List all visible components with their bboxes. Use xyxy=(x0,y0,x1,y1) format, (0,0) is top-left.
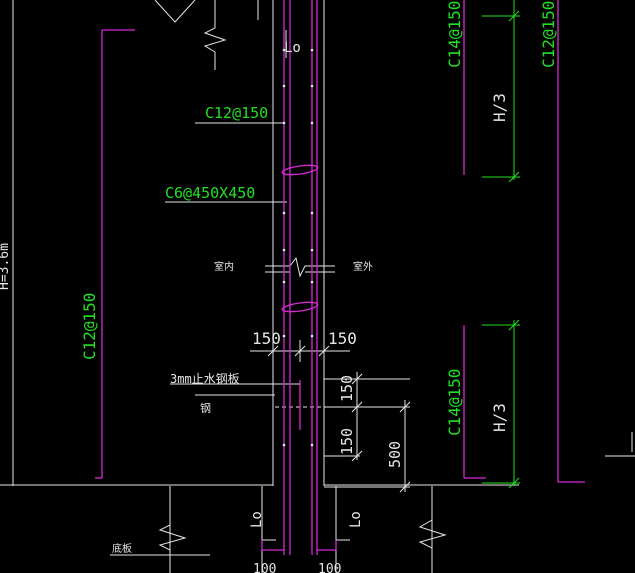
dim-500: 500 xyxy=(386,441,404,468)
dim-100-right: 100 xyxy=(318,562,341,573)
green-labels: C12@150 C6@450X450 C12@150 C14@150 C12@1… xyxy=(80,1,558,436)
right-edge-lines xyxy=(605,432,635,457)
tie-label-c6: C6@450X450 xyxy=(165,184,255,202)
dim-150-right: 150 xyxy=(328,329,357,348)
rebar-lines xyxy=(95,0,585,555)
lo-label-bottom-right: Lo xyxy=(348,511,364,528)
rebar-label-c14-top: C14@150 xyxy=(445,1,464,68)
white-labels: Lo 150 150 3mm止水钢板 钢 室内 室外 底板 100 100 Lo… xyxy=(0,40,509,573)
dim-150-vertical-lower: 150 xyxy=(338,428,356,455)
dim-100-left: 100 xyxy=(253,562,276,573)
rebar-label-c12-right: C12@150 xyxy=(539,1,558,68)
dimension-lines xyxy=(250,340,411,541)
note-indoor: 室内 xyxy=(214,260,234,273)
note-3mm-plate: 3mm止水钢板 xyxy=(170,372,240,386)
green-dimensions xyxy=(482,0,520,489)
note-outdoor: 室外 xyxy=(353,260,373,273)
rebar-dots xyxy=(282,48,314,447)
lo-label-top: Lo xyxy=(284,40,301,56)
rebar-label-c12-left: C12@150 xyxy=(80,293,99,360)
rebar-label-c14-bottom: C14@150 xyxy=(445,369,464,436)
note-steel: 钢 xyxy=(200,402,211,415)
left-edge-text: H=3.6m xyxy=(0,243,12,290)
rebar-label-c12-center: C12@150 xyxy=(205,104,268,122)
dim-150-vertical-upper: 150 xyxy=(338,375,356,402)
concrete-outline xyxy=(0,0,519,573)
dim-h3-bottom: H/3 xyxy=(490,403,509,432)
note-floor-slab: 底板 xyxy=(112,542,132,555)
dim-h3-top: H/3 xyxy=(490,93,509,122)
lo-label-bottom-left: Lo xyxy=(249,511,265,528)
dim-150-left: 150 xyxy=(252,329,281,348)
break-symbols xyxy=(158,0,447,573)
